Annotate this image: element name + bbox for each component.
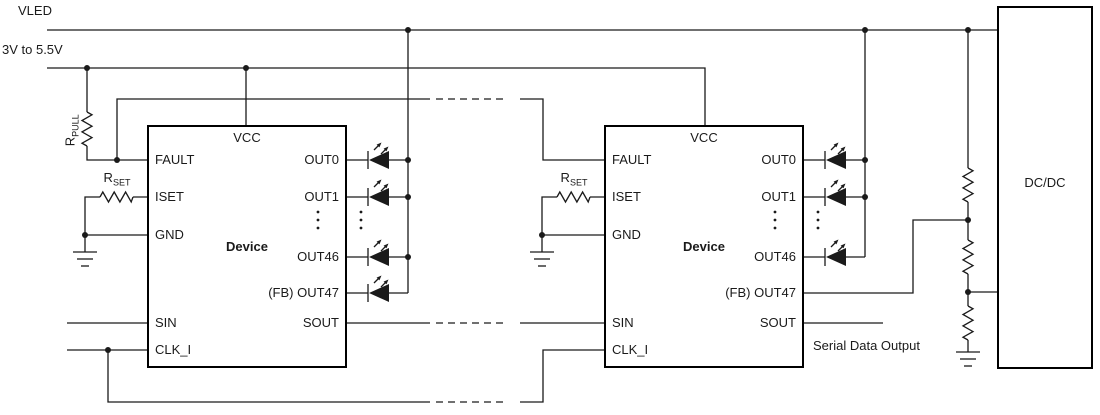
device1-pin-out1: OUT1 — [304, 189, 339, 204]
device2-pin-out46: OUT46 — [754, 249, 796, 264]
fault-bus-wire — [116, 98, 605, 161]
junction-dots — [82, 27, 971, 353]
resistor-rpull — [81, 111, 93, 147]
device2-pin-sin: SIN — [612, 315, 634, 330]
device1-box — [147, 125, 347, 368]
led-out0-dev1 — [345, 141, 409, 170]
led-out1-dev2 — [802, 178, 866, 207]
resistor-fb-bot — [962, 305, 974, 341]
out47-feedback-wire — [803, 219, 968, 294]
resistor-rset2 — [556, 191, 591, 203]
led-out47-dev1 — [345, 274, 409, 303]
device2-pin-gnd: GND — [612, 227, 641, 242]
device2-pin-out1: OUT1 — [761, 189, 796, 204]
device2-pin-iset: ISET — [612, 189, 641, 204]
device1-pin-sout: SOUT — [302, 315, 339, 330]
rpull-label: RPULL — [62, 114, 81, 147]
device2-pin-sout: SOUT — [759, 315, 796, 330]
dcdc-label: DC/DC — [1024, 175, 1066, 190]
led-out0-dev2 — [802, 141, 866, 170]
resistor-fb-mid — [962, 239, 974, 275]
device2-pin-fault: FAULT — [612, 152, 652, 167]
device1-pin-gnd: GND — [155, 227, 184, 242]
device1-pin-fault: FAULT — [155, 152, 195, 167]
led-out1-dev1 — [345, 178, 409, 207]
device1-pin-out0: OUT0 — [304, 152, 339, 167]
rpull-fault-wire — [86, 68, 148, 161]
ground-symbol-2 — [529, 251, 555, 267]
device2-pin-clki: CLK_I — [612, 342, 649, 357]
device1-pin-iset: ISET — [155, 189, 184, 204]
serial-data-output-label: Serial Data Output — [813, 338, 920, 353]
feedback-divider-wire — [967, 30, 998, 352]
device2-box — [604, 125, 804, 368]
supply-range-label: 3V to 5.5V — [2, 42, 63, 57]
device2-pin-out47: (FB) OUT47 — [725, 285, 796, 300]
device1-title: Device — [226, 239, 268, 254]
rset2-label: RSET — [560, 170, 588, 188]
resistor-rset1 — [99, 191, 134, 203]
dcdc-box — [997, 6, 1093, 369]
ground-symbol-3 — [955, 351, 981, 367]
rset2-gnd-wire — [541, 196, 605, 252]
device2-pin-vcc: VCC — [690, 130, 718, 145]
led-out46-dev2 — [802, 238, 866, 267]
rset1-gnd-wire — [84, 196, 148, 252]
ground-symbol-1 — [72, 251, 98, 267]
resistor-fb-top — [962, 167, 974, 203]
device2-pin-out0: OUT0 — [761, 152, 796, 167]
device1-pin-out47: (FB) OUT47 — [268, 285, 339, 300]
device1-pin-vcc: VCC — [233, 130, 261, 145]
rset1-label: RSET — [103, 170, 131, 188]
device1-pin-clki: CLK_I — [155, 342, 192, 357]
device1-pin-out46: OUT46 — [297, 249, 339, 264]
ellipsis-dots — [316, 210, 820, 230]
device2-title: Device — [683, 239, 725, 254]
device1-pin-sin: SIN — [155, 315, 177, 330]
supply-rail-wire — [47, 67, 706, 126]
led-out46-dev1 — [345, 238, 409, 267]
vled-label: VLED — [18, 3, 52, 18]
